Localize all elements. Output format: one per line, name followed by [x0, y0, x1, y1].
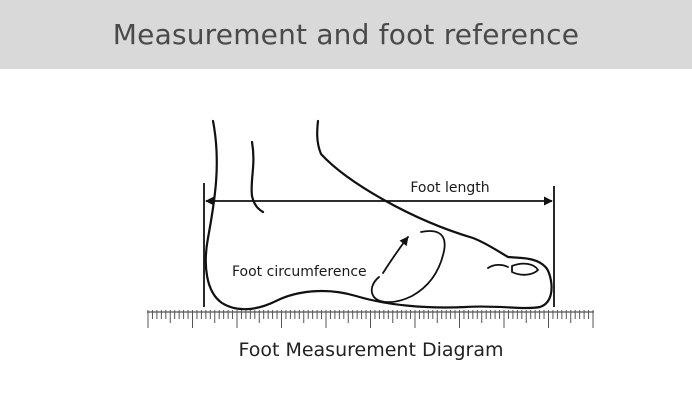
shin-line — [250, 140, 265, 214]
diagram-caption: Foot Measurement Diagram — [238, 339, 504, 361]
length-guides — [203, 183, 555, 307]
foot-contour — [204, 119, 553, 311]
foot-outline — [204, 119, 553, 311]
title-banner: Measurement and foot reference — [0, 0, 692, 69]
foot-illustration: Foot length Foot circumference — [147, 119, 594, 328]
foot-circumference-label: Foot circumference — [232, 264, 367, 280]
circumference-loop — [370, 230, 446, 304]
foot-measurement-diagram: Foot length Foot circumference Foot Meas… — [0, 69, 692, 412]
ruler — [147, 310, 594, 328]
toe-crease — [487, 263, 509, 269]
toenail — [511, 262, 539, 276]
page-title: Measurement and foot reference — [112, 18, 580, 51]
foot-length-label: Foot length — [410, 180, 489, 196]
ruler-ticks — [147, 310, 594, 328]
